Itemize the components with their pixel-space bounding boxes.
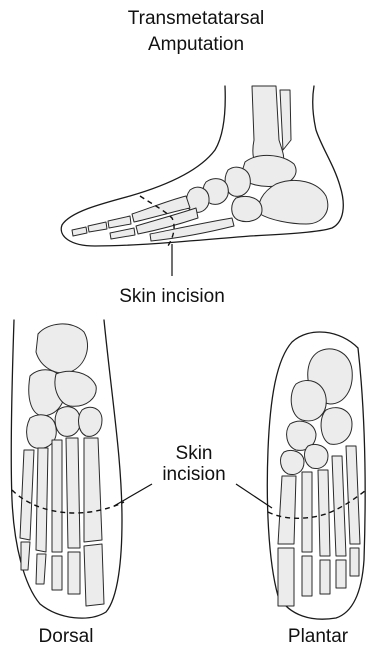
plantar-metatarsal-bone-4 — [332, 456, 346, 556]
plantar-cuboid-bone — [321, 408, 352, 445]
plantar-cuneiform-bone-2 — [305, 444, 328, 468]
dorsal-phalanx-bone-5 — [21, 542, 30, 570]
lateral-fibula-bone — [280, 90, 291, 150]
dorsal-cuneiform-bone-2 — [79, 407, 102, 436]
dorsal-incision-leader — [114, 484, 152, 506]
dorsal-phalanx-bone-2 — [68, 552, 80, 594]
plantar-phalanx-bone-5 — [350, 548, 359, 576]
dorsal-metatarsal-bone-1 — [84, 438, 102, 542]
plantar-phalanx-bone-4 — [336, 560, 346, 588]
dorsal-navicular-bone — [55, 371, 96, 406]
dorsal-cuneiform-bone-1 — [55, 407, 80, 437]
plantar-phalanx-bone-2 — [302, 556, 312, 596]
lateral-phalanx-bone-1 — [108, 216, 131, 228]
lateral-cuneiform-bone-2 — [187, 187, 210, 212]
dorsal-metatarsal-bone-4 — [36, 448, 48, 552]
diagram-title-line1: Transmetatarsal — [128, 8, 265, 29]
plantar-metatarsal-bone-1 — [278, 476, 296, 544]
view-incision-label-line2: incision — [162, 464, 225, 485]
lateral-foot-view — [61, 86, 343, 276]
dorsal-phalanx-bone-3 — [52, 556, 62, 590]
plantar-view-label: Plantar — [288, 626, 349, 647]
plantar-phalanx-bone-3 — [320, 560, 330, 594]
diagram-title-line2: Amputation — [148, 34, 244, 55]
lateral-incision-label: Skin incision — [119, 286, 225, 307]
dorsal-metatarsal-bone-2 — [66, 438, 80, 548]
dorsal-foot-view — [11, 320, 124, 618]
view-incision-label-line1: Skin — [176, 443, 213, 464]
plantar-metatarsal-bone-5 — [346, 446, 360, 544]
plantar-talus-bone — [291, 380, 326, 420]
plantar-foot-view — [267, 332, 366, 619]
lateral-navicular-bone — [225, 167, 250, 196]
lateral-phalanx-bone-2 — [88, 222, 107, 232]
dorsal-metatarsal-bone-3 — [52, 440, 62, 552]
lateral-cuboid-bone — [232, 197, 262, 222]
plantar-cuneiform-bone-1 — [281, 450, 304, 474]
dorsal-phalanx-bone-1 — [84, 544, 104, 606]
plantar-metatarsal-bone-3 — [318, 470, 330, 556]
plantar-incision-leader — [236, 484, 272, 508]
dorsal-metatarsal-bone-5 — [20, 450, 34, 540]
plantar-metatarsal-bone-2 — [302, 472, 312, 552]
lateral-phalanx-bone-3 — [72, 227, 87, 236]
lateral-phalanx-bone-4 — [110, 228, 135, 239]
dorsal-talus-bone — [36, 324, 88, 373]
plantar-phalanx-bone-1 — [278, 548, 294, 606]
dorsal-phalanx-bone-4 — [36, 554, 46, 584]
dorsal-view-label: Dorsal — [39, 626, 94, 647]
